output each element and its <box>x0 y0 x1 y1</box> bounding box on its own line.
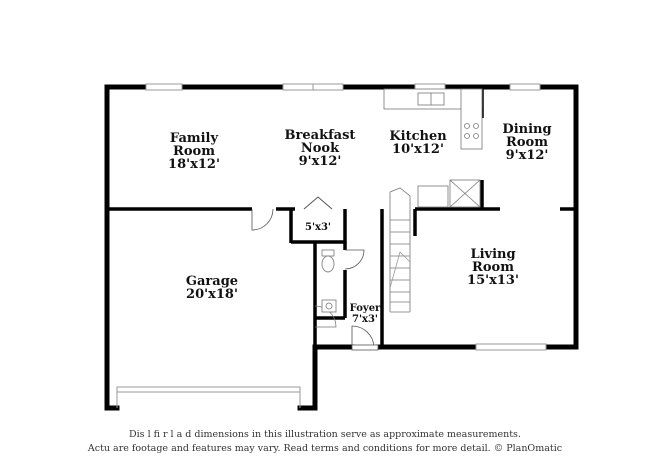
room-name-line1: Breakfast <box>285 128 356 143</box>
window <box>475 343 547 351</box>
room-foyer: Foyer 7'x3' <box>350 303 381 325</box>
counter <box>460 88 483 150</box>
stairs <box>389 187 411 313</box>
room-size: 9'x12' <box>299 154 342 169</box>
room-name: Garage <box>186 274 238 289</box>
room-name-line2: Nook <box>301 141 340 156</box>
door-swing <box>251 208 274 231</box>
bath-fixtures <box>321 249 337 313</box>
room-size: 10'x12' <box>392 142 444 157</box>
room-name: Foyer <box>350 303 381 314</box>
room-name-line2: Room <box>506 135 548 150</box>
closet-bay <box>303 196 333 210</box>
room-name-line2: Room <box>173 144 215 159</box>
room-size: 5'x3' <box>305 222 331 233</box>
stove-icon <box>464 123 470 129</box>
disclaimer-line2: Actu are footage and features may vary. … <box>87 443 563 454</box>
room-size: 20'x18' <box>186 287 238 302</box>
disclaimer-line1: Dis l fi r l a d dimensions in this illu… <box>129 429 521 440</box>
room-size: 18'x12' <box>168 157 220 172</box>
window <box>509 83 541 91</box>
interior-walls <box>107 87 576 347</box>
room-closet: 5'x3' <box>305 222 331 233</box>
room-name-line2: Room <box>472 260 514 275</box>
room-living: Living Room 15'x13' <box>467 247 519 288</box>
door-swing <box>351 325 375 348</box>
toilet-icon <box>321 249 335 257</box>
counter <box>417 185 449 208</box>
door-swing <box>314 305 337 328</box>
room-kitchen: Kitchen 10'x12' <box>389 129 447 157</box>
door-swing <box>344 249 365 270</box>
kitchen-fixtures <box>383 88 483 208</box>
room-name: Kitchen <box>389 129 447 144</box>
room-size: 9'x12' <box>506 148 549 163</box>
doors <box>251 208 379 351</box>
room-name-line1: Family <box>170 131 219 146</box>
room-name-line1: Living <box>470 247 515 262</box>
front-door <box>351 344 379 351</box>
room-dining: Dining Room 9'x12' <box>502 122 551 163</box>
room-garage: Garage 20'x18' <box>186 274 238 302</box>
room-name-line1: Dining <box>502 122 551 137</box>
window <box>145 83 183 91</box>
room-size: 15'x13' <box>467 273 519 288</box>
room-breakfast-nook: Breakfast Nook 9'x12' <box>285 128 356 169</box>
room-size: 7'x3' <box>352 314 378 325</box>
garage-door <box>116 386 301 393</box>
room-family: Family Room 18'x12' <box>168 131 220 172</box>
